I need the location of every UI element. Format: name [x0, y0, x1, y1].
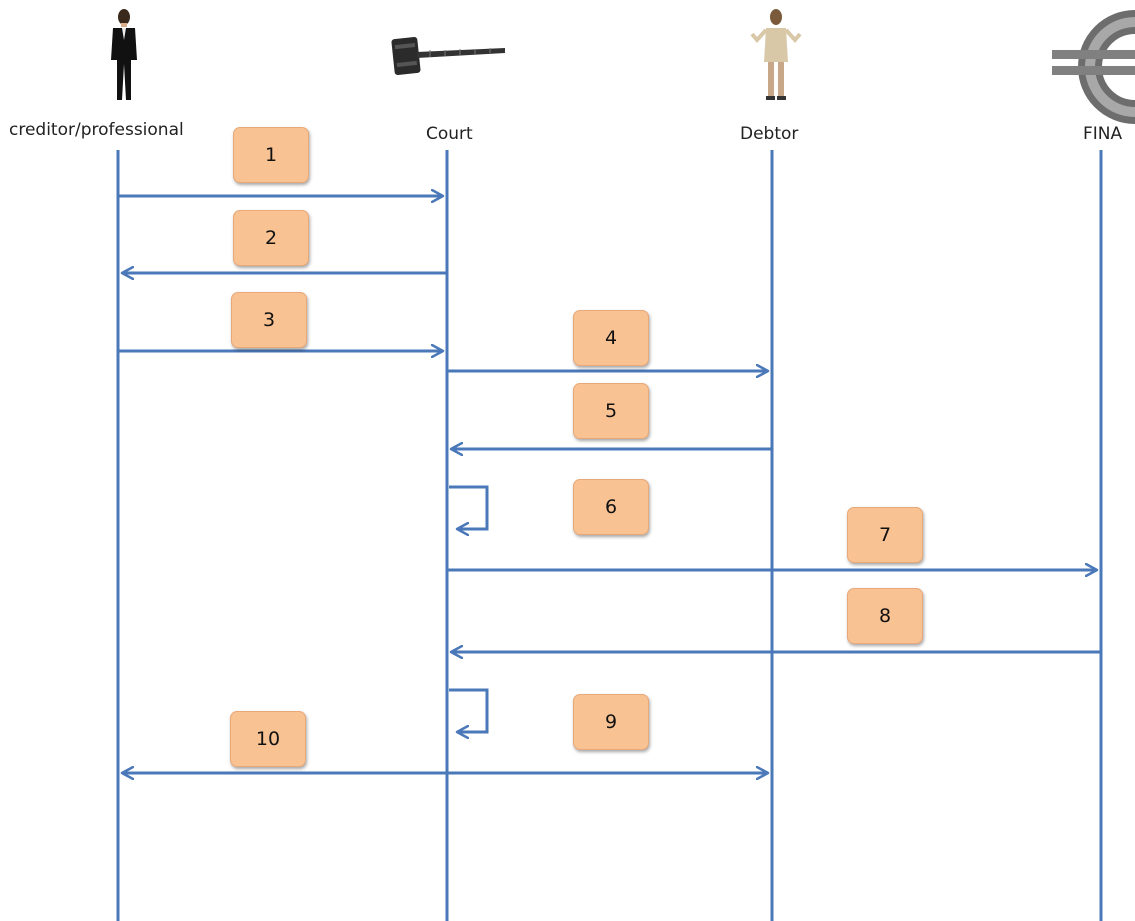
step-badge-5: 5 — [573, 383, 649, 439]
shrugging-woman-icon — [750, 9, 802, 100]
businesswoman-icon — [111, 9, 137, 100]
step-badge-7: 7 — [847, 507, 923, 563]
message-arrow-9 — [449, 688, 489, 732]
actor-label-creditor: creditor/professional — [9, 120, 184, 140]
actor-label-court: Court — [426, 124, 473, 144]
step-badge-4: 4 — [573, 310, 649, 366]
step-badge-3: 3 — [231, 292, 307, 348]
step-badge-10: 10 — [230, 711, 306, 767]
gavel-icon — [391, 37, 505, 75]
message-arrow-6 — [449, 485, 489, 529]
step-badge-1: 1 — [233, 127, 309, 183]
step-badge-2: 2 — [233, 210, 309, 266]
euro-sign-icon — [1052, 10, 1135, 124]
step-badge-6: 6 — [573, 479, 649, 535]
step-badge-8: 8 — [847, 588, 923, 644]
actor-label-fina: FINA — [1083, 124, 1123, 144]
actor-label-debtor: Debtor — [740, 124, 799, 144]
step-badge-9: 9 — [573, 694, 649, 750]
